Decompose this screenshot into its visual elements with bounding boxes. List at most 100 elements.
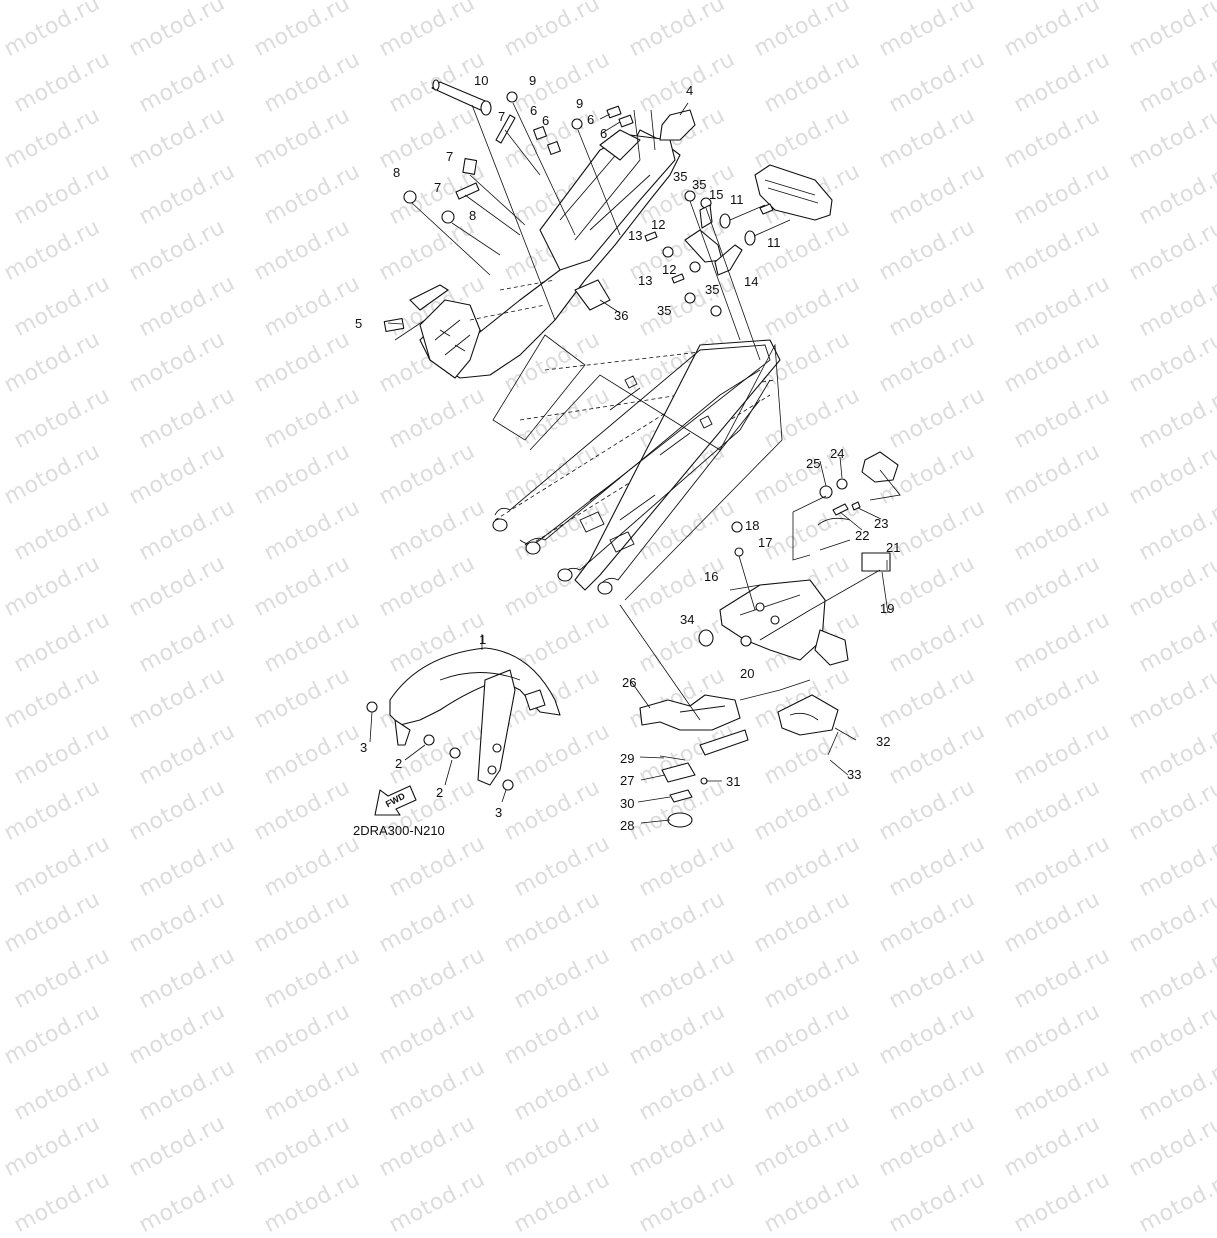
callout-1: 1 bbox=[479, 632, 487, 647]
watermark-text: motod.ru bbox=[10, 1166, 115, 1238]
watermark-text: motod.ru bbox=[125, 998, 230, 1071]
watermark-text: motod.ru bbox=[760, 942, 865, 1015]
watermark-text: motod.ru bbox=[10, 942, 115, 1015]
part-9-bolt bbox=[571, 118, 583, 130]
callout-28: 28 bbox=[620, 818, 635, 833]
watermark-text: motod.ru bbox=[760, 1166, 865, 1238]
part-26-bracket bbox=[639, 694, 741, 731]
part-3-bolt bbox=[502, 779, 514, 791]
part-11-grommet bbox=[719, 213, 731, 229]
watermark-text: motod.ru bbox=[885, 942, 990, 1015]
watermark-text: motod.ru bbox=[1000, 1110, 1105, 1183]
watermark-text: motod.ru bbox=[385, 942, 490, 1015]
watermark-text: motod.ru bbox=[250, 998, 355, 1071]
taillight bbox=[754, 164, 833, 221]
watermark-text: motod.ru bbox=[10, 1054, 115, 1127]
callout-13: 13 bbox=[638, 273, 653, 288]
watermark-text: motod.ru bbox=[885, 1166, 990, 1238]
callout-35: 35 bbox=[692, 177, 707, 192]
license-light-housing bbox=[792, 451, 901, 572]
part-17-nut bbox=[734, 547, 744, 557]
callout-13: 13 bbox=[628, 228, 643, 243]
part-7-spacer bbox=[455, 182, 480, 200]
part-30-spring bbox=[669, 789, 693, 803]
watermark-text: motod.ru bbox=[875, 1110, 980, 1183]
callout-35: 35 bbox=[673, 169, 688, 184]
watermark-text: motod.ru bbox=[500, 1110, 605, 1183]
frame-mount-eye bbox=[557, 568, 573, 582]
part-22-socket bbox=[832, 503, 849, 516]
part-7-spacer bbox=[462, 157, 478, 175]
callout-4: 4 bbox=[686, 83, 694, 98]
watermark-text: motod.ru bbox=[635, 942, 740, 1015]
callout-8: 8 bbox=[393, 165, 401, 180]
callout-31: 31 bbox=[726, 774, 741, 789]
callout-15: 15 bbox=[709, 187, 724, 202]
callout-11: 11 bbox=[767, 235, 781, 250]
callout-32: 32 bbox=[876, 734, 891, 749]
part-34-collar bbox=[698, 629, 714, 647]
frame-mount-eye bbox=[492, 518, 508, 532]
callout-29: 29 bbox=[620, 751, 635, 766]
callout-2: 2 bbox=[395, 756, 403, 771]
part-13-bolt bbox=[671, 273, 685, 284]
part-24 bbox=[836, 478, 848, 490]
callout-27: 27 bbox=[620, 773, 635, 788]
callout-30: 30 bbox=[620, 796, 635, 811]
watermark-text: motod.ru bbox=[260, 1166, 365, 1238]
callout-9: 9 bbox=[529, 73, 537, 88]
callout-24: 24 bbox=[830, 446, 845, 461]
rear-fender-assembly bbox=[409, 129, 681, 379]
part-27-lever bbox=[699, 729, 749, 756]
part-35-nut bbox=[710, 305, 722, 317]
watermark-text: motod.ru bbox=[125, 1110, 230, 1183]
watermark-text: motod.ru bbox=[1125, 998, 1217, 1071]
callout-14: 14 bbox=[744, 274, 759, 289]
part-11-grommet bbox=[744, 230, 756, 246]
frame-mount-eye bbox=[597, 581, 613, 595]
front-fender bbox=[389, 647, 561, 786]
part-35-nut bbox=[684, 190, 696, 202]
callout-7: 7 bbox=[434, 180, 442, 195]
part-12-collar bbox=[689, 261, 701, 273]
watermark-text: motod.ru bbox=[750, 1110, 855, 1183]
watermark-text: motod.ru bbox=[1135, 942, 1217, 1015]
frame-mount-eye bbox=[525, 541, 541, 555]
part-14-bracket bbox=[714, 244, 743, 276]
watermark-text: motod.ru bbox=[1010, 1166, 1115, 1238]
callout-35: 35 bbox=[705, 282, 720, 297]
callout-3: 3 bbox=[495, 805, 503, 820]
callout-3: 3 bbox=[360, 740, 368, 755]
callout-12: 12 bbox=[651, 217, 666, 232]
callout-17: 17 bbox=[758, 535, 773, 550]
part-6-clip bbox=[618, 114, 634, 128]
watermark-text: motod.ru bbox=[135, 942, 240, 1015]
part-4-bracket bbox=[659, 109, 696, 141]
callout-2: 2 bbox=[436, 785, 444, 800]
watermark-text: motod.ru bbox=[0, 998, 105, 1071]
callout-26: 26 bbox=[622, 675, 637, 690]
callout-23: 23 bbox=[874, 516, 889, 531]
rear-fender-panel bbox=[719, 579, 849, 666]
callout-18: 18 bbox=[745, 518, 760, 533]
part-15-clip bbox=[699, 204, 713, 229]
part-20-nut bbox=[740, 635, 752, 647]
watermark-text: motod.ru bbox=[510, 1166, 615, 1238]
diagram-code: 2DRA300-N210 bbox=[353, 823, 445, 838]
watermark-text: motod.ru bbox=[750, 998, 855, 1071]
callout-12: 12 bbox=[662, 262, 677, 277]
watermark-text: motod.ru bbox=[635, 1166, 740, 1238]
part-35-nut bbox=[684, 292, 696, 304]
fwd-arrow-icon bbox=[374, 785, 417, 816]
watermark-text: motod.ru bbox=[500, 998, 605, 1071]
callout-25: 25 bbox=[806, 456, 821, 471]
watermark-text: motod.ru bbox=[260, 942, 365, 1015]
part-8-nut bbox=[441, 210, 455, 224]
watermark-text: motod.ru bbox=[1000, 998, 1105, 1071]
watermark-text: motod.ru bbox=[250, 1110, 355, 1183]
callout-5: 5 bbox=[355, 316, 363, 331]
watermark-text: motod.ru bbox=[625, 998, 730, 1071]
part-2-grommet bbox=[449, 747, 461, 759]
part-8-nut bbox=[403, 190, 417, 204]
